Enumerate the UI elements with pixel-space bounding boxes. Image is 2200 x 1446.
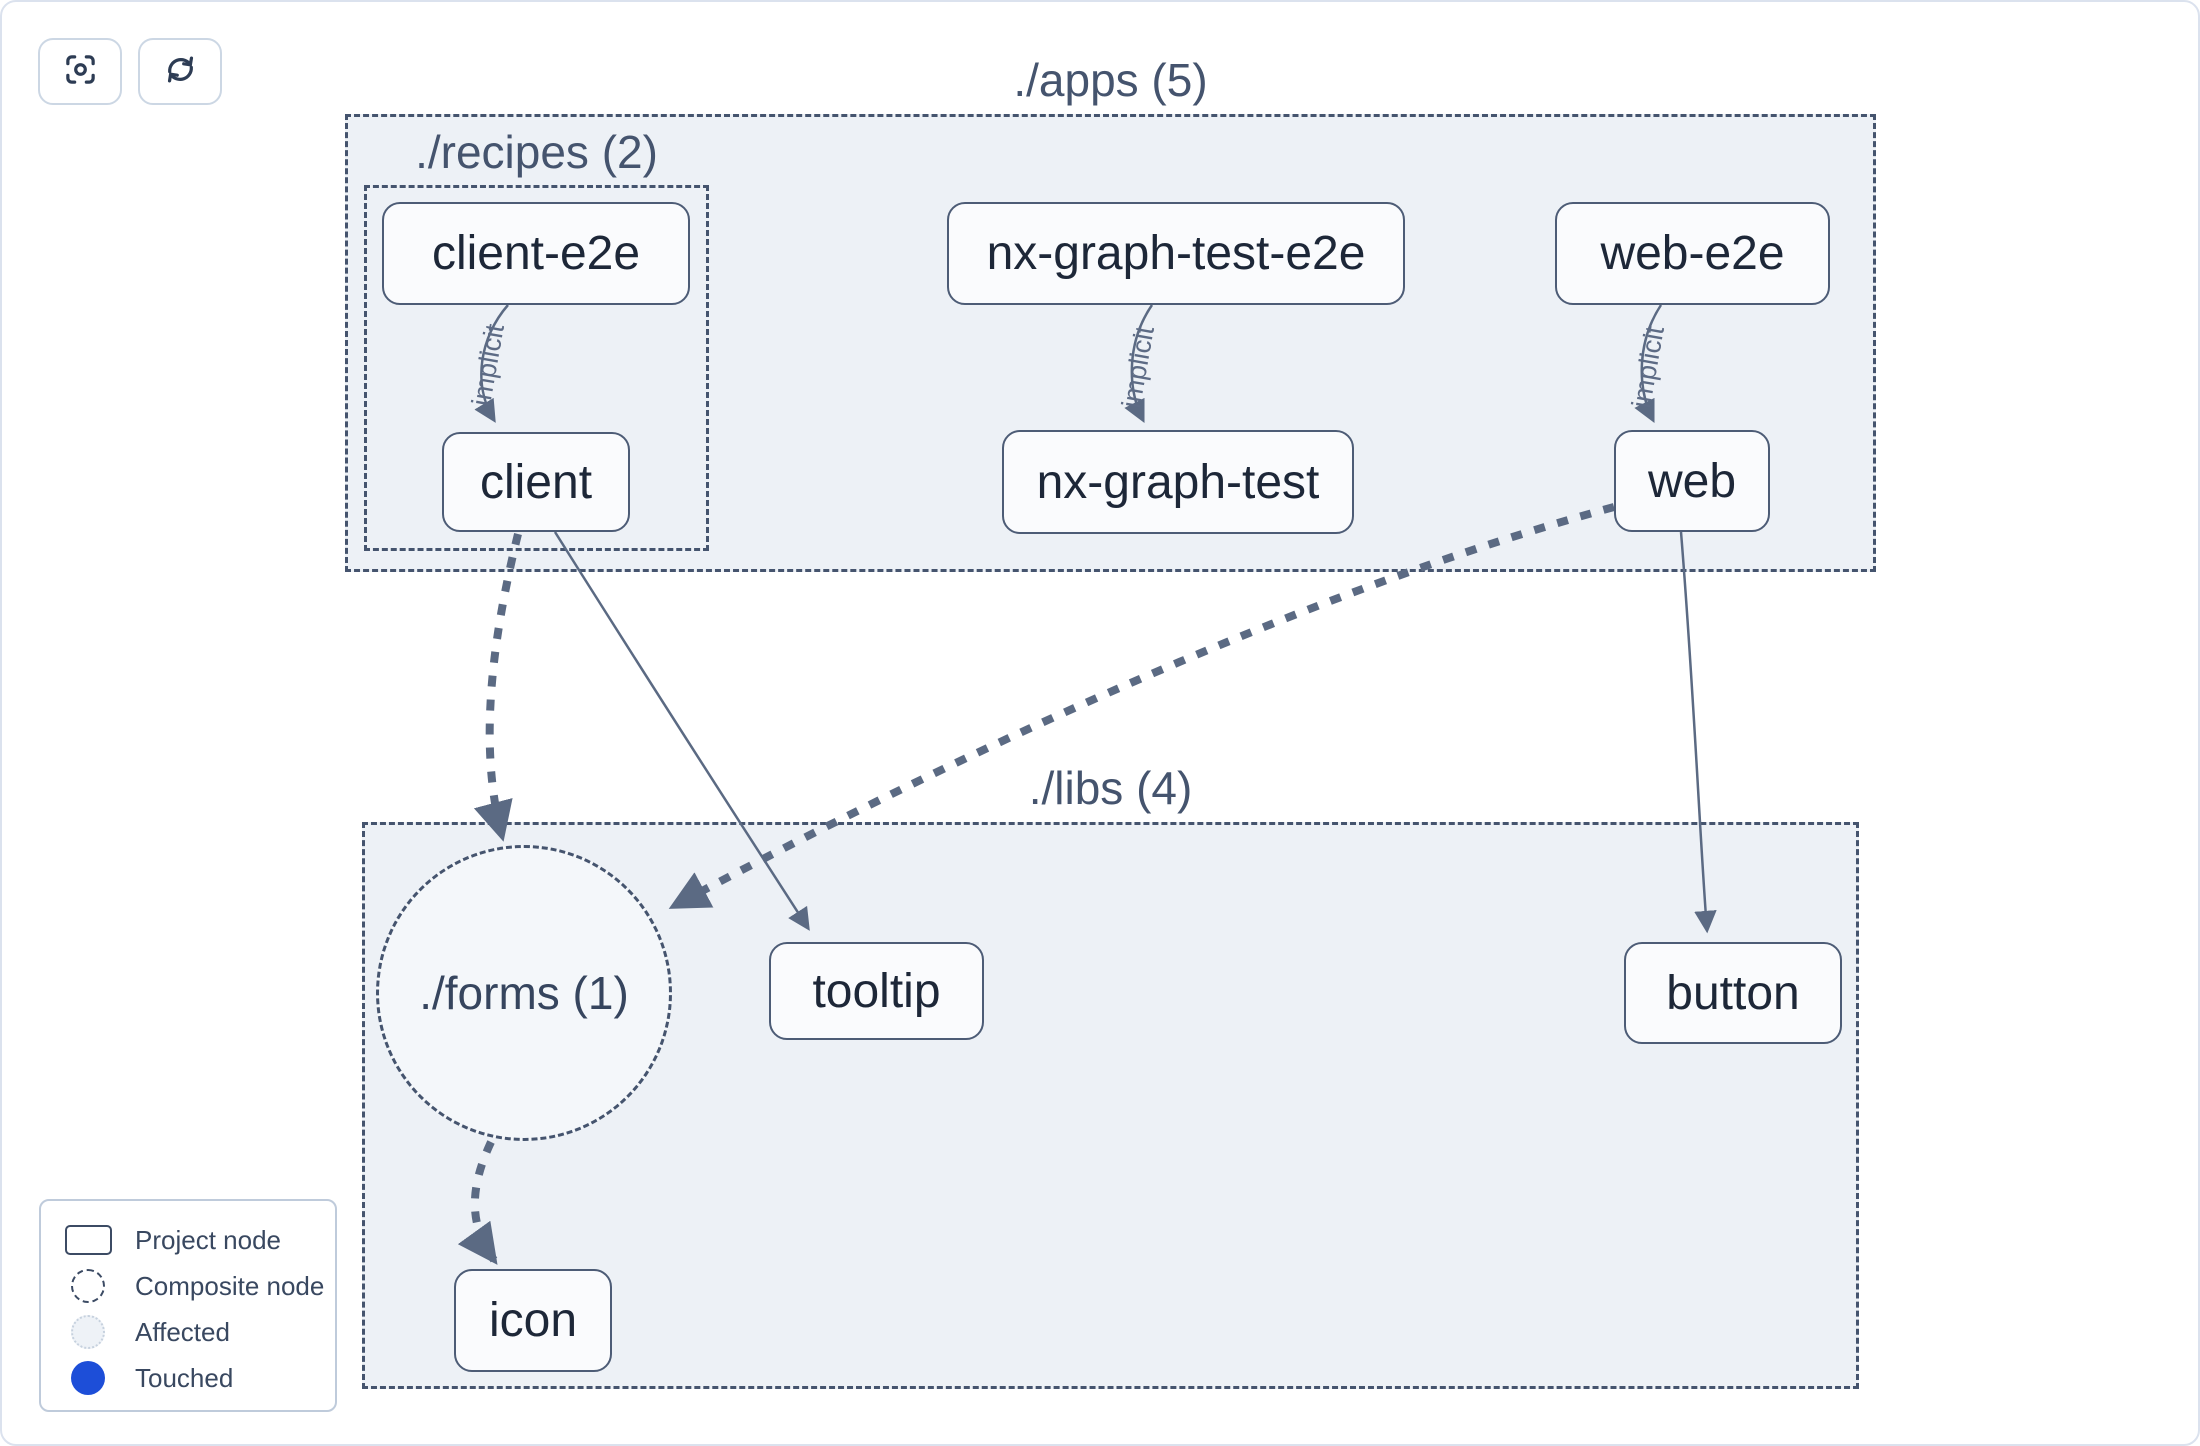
node-client[interactable]: client (442, 432, 630, 532)
refresh-button[interactable] (138, 38, 222, 105)
composite-node-forms[interactable]: ./forms (1) (376, 845, 672, 1141)
node-web[interactable]: web (1614, 430, 1770, 532)
edge-client-to-tooltip (553, 531, 810, 931)
container-recipes-label[interactable]: ./recipes (2) (415, 126, 658, 178)
edge-forms-to-icon (457, 1140, 498, 1265)
legend-label: Project node (135, 1224, 281, 1255)
node-web-e2e[interactable]: web-e2e (1555, 202, 1830, 305)
edge-web-e2e-to-web (1634, 304, 1663, 424)
legend-row-touched: Touched (63, 1355, 335, 1401)
node-tooltip[interactable]: tooltip (769, 942, 984, 1040)
edge-web-to-forms (668, 503, 1616, 910)
container-recipes[interactable] (364, 185, 709, 551)
legend-row-project-node: Project node (63, 1217, 335, 1263)
edge-web-to-button (1679, 531, 1717, 934)
node-nx-graph-test[interactable]: nx-graph-test (1002, 430, 1354, 534)
focus-button[interactable] (38, 38, 122, 105)
legend-label: Affected (135, 1316, 230, 1347)
legend-label: Composite node (135, 1270, 325, 1301)
legend: Project node Composite node Affected Tou… (39, 1199, 337, 1412)
node-nx-graph-test-e2e[interactable]: nx-graph-test-e2e (947, 202, 1405, 305)
legend-row-affected: Affected (63, 1309, 335, 1355)
composite-node-icon (63, 1269, 113, 1303)
edge-client-to-forms (473, 533, 522, 842)
legend-label: Touched (135, 1362, 234, 1393)
legend-row-composite-node: Composite node (63, 1263, 335, 1309)
node-button[interactable]: button (1624, 942, 1842, 1044)
affected-icon (63, 1315, 113, 1349)
touched-icon (63, 1361, 113, 1395)
refresh-icon (162, 51, 199, 93)
edge-client-e2e-to-client (474, 304, 509, 423)
node-client-e2e[interactable]: client-e2e (382, 202, 690, 305)
container-apps-label[interactable]: ./apps (5) (1013, 54, 1208, 106)
composite-node-forms-label: ./forms (1) (419, 967, 629, 1019)
edge-nx-graph-test-e2e-to-nx-graph-test (1124, 304, 1154, 424)
node-icon[interactable]: icon (454, 1269, 612, 1372)
container-libs-label[interactable]: ./libs (4) (1028, 762, 1193, 814)
focus-icon (62, 51, 99, 93)
project-node-icon (63, 1225, 113, 1255)
